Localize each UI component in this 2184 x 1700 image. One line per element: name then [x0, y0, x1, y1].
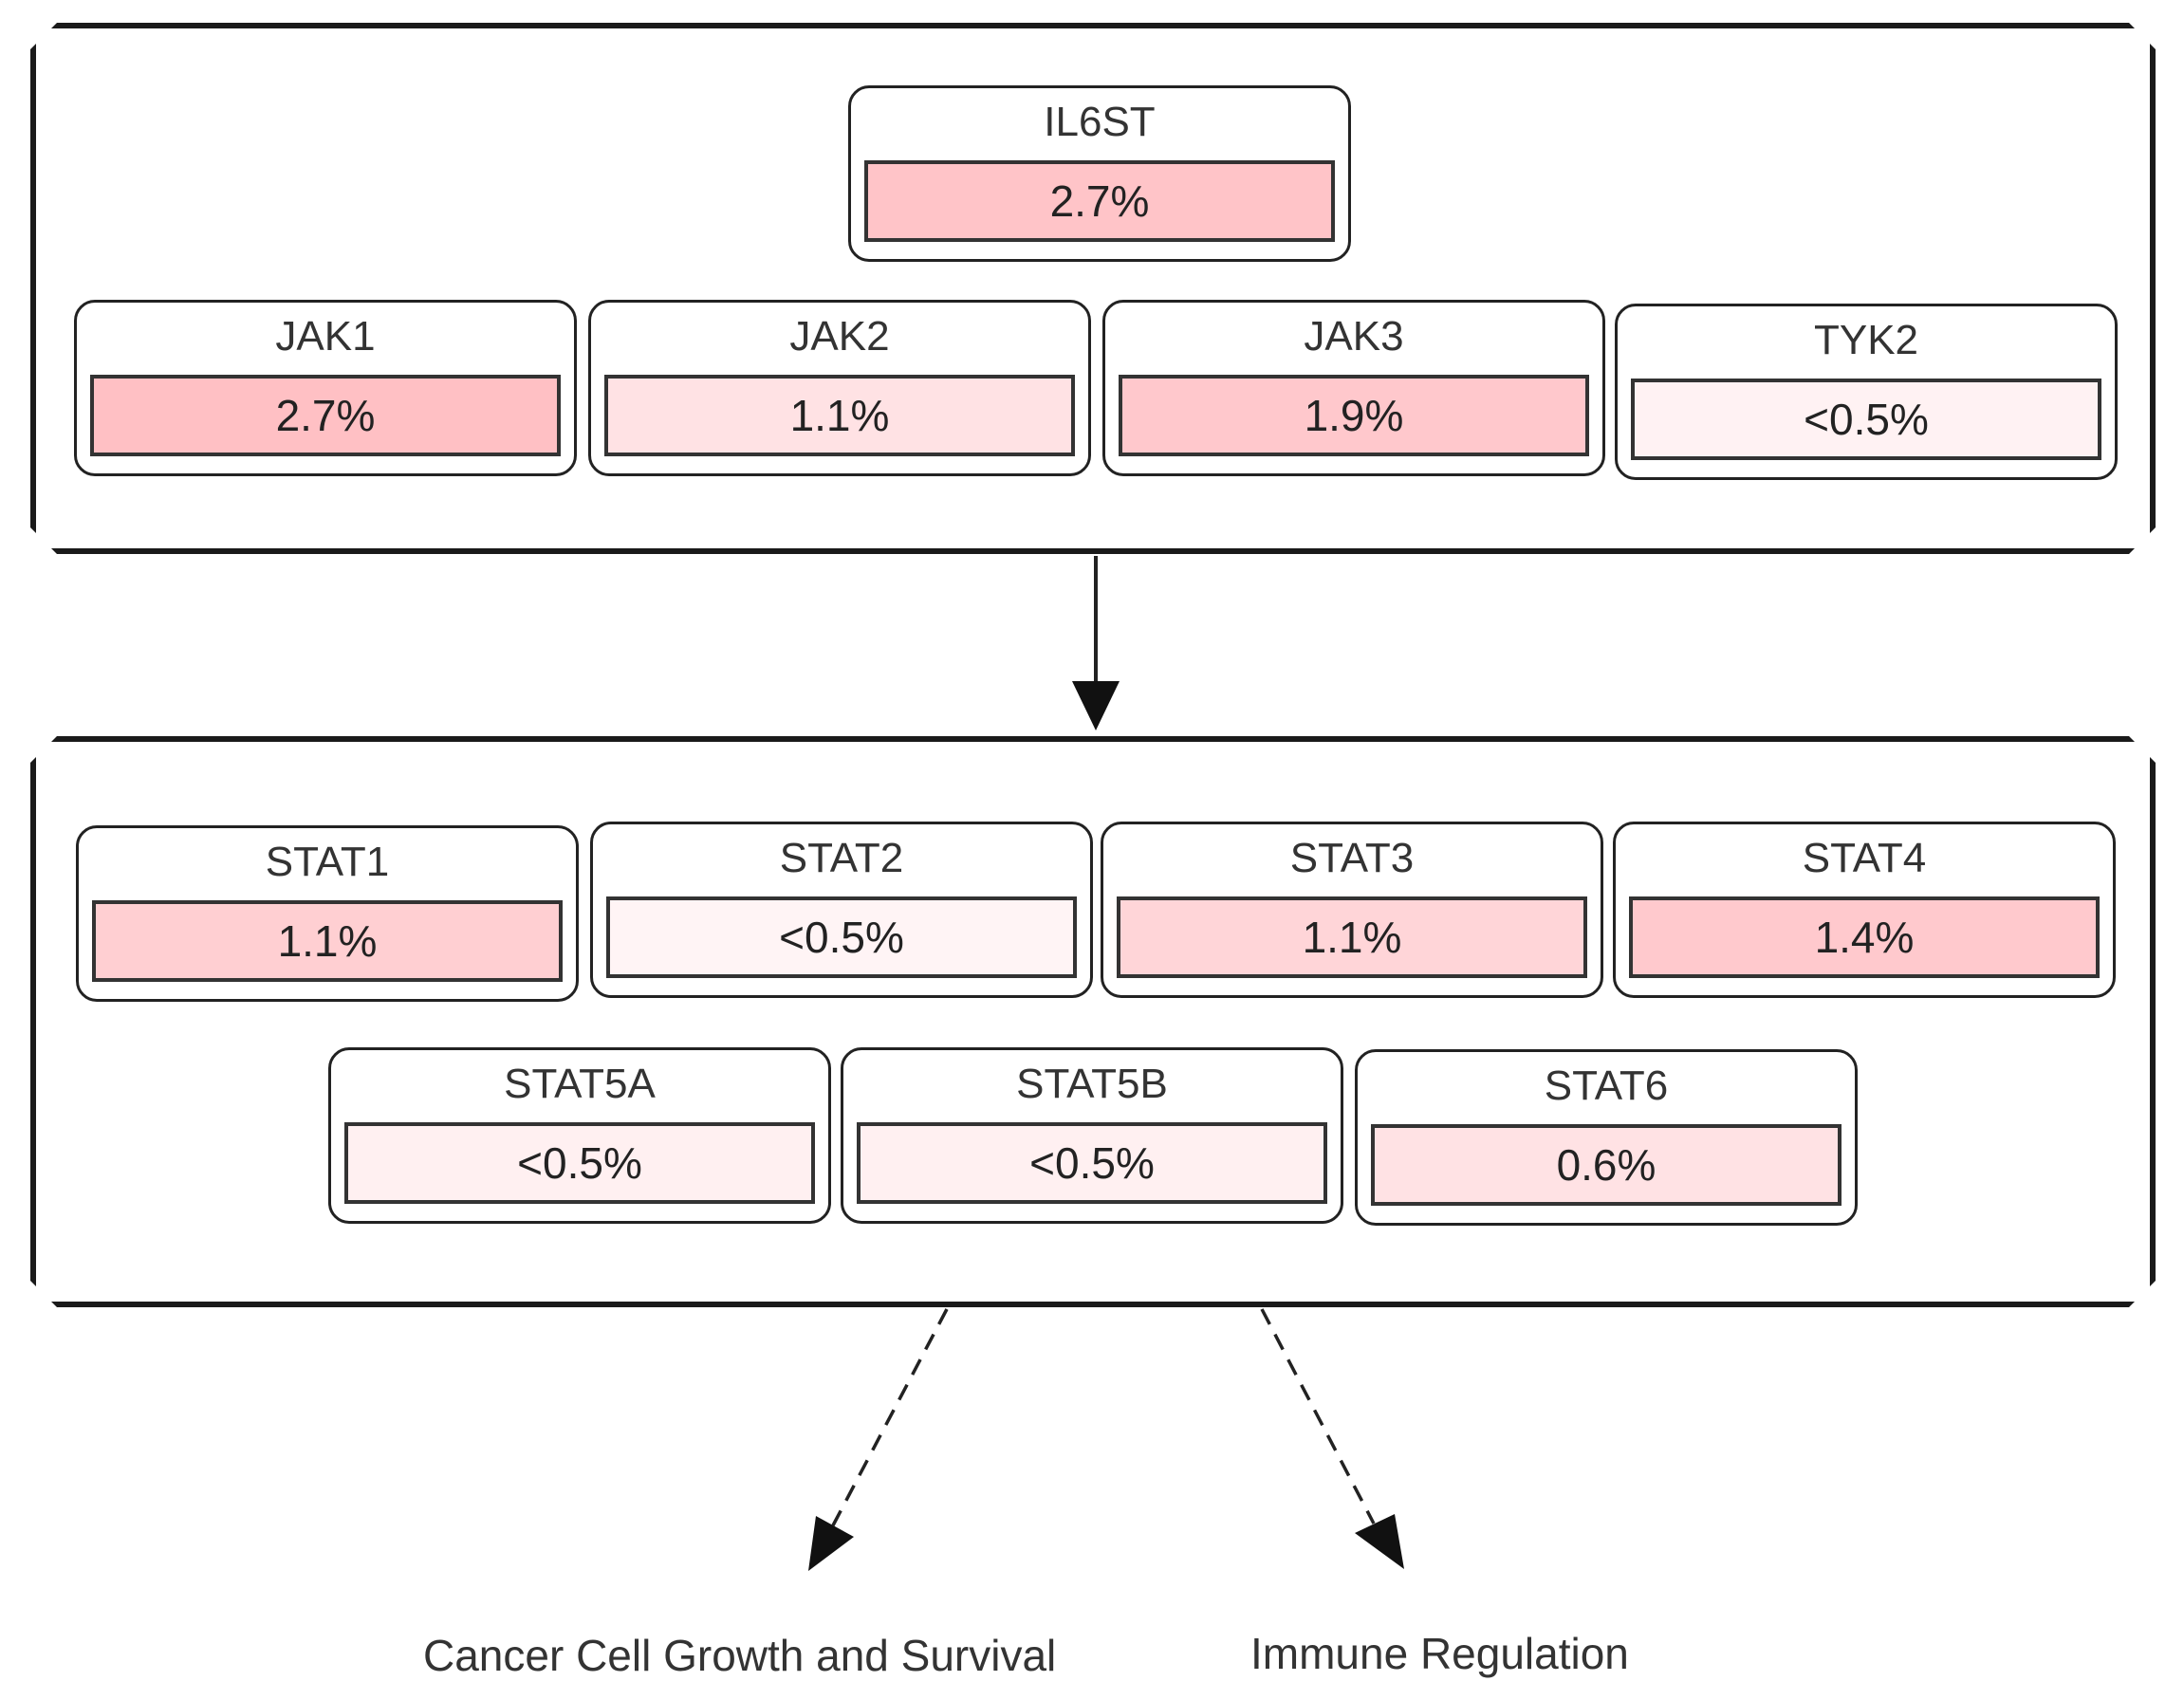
- arrowhead-activation: [1072, 681, 1120, 730]
- node-stat2: STAT2 <0.5%: [590, 822, 1093, 998]
- node-stat1: STAT1 1.1%: [76, 825, 579, 1002]
- node-label: STAT5A: [504, 1061, 656, 1107]
- node-value: 1.4%: [1629, 896, 2100, 978]
- node-value: 1.9%: [1119, 375, 1589, 456]
- node-value: 0.6%: [1371, 1124, 1842, 1206]
- node-jak1: JAK1 2.7%: [74, 300, 577, 476]
- node-value: 1.1%: [92, 900, 563, 982]
- node-value: <0.5%: [857, 1122, 1327, 1204]
- arrowhead-immune: [1355, 1514, 1404, 1569]
- node-label: JAK1: [275, 313, 376, 360]
- node-label: STAT2: [779, 835, 904, 881]
- node-stat3: STAT3 1.1%: [1101, 822, 1603, 998]
- arrowhead-growth: [808, 1516, 854, 1571]
- node-stat6: STAT6 0.6%: [1355, 1049, 1858, 1226]
- node-label: STAT4: [1802, 835, 1927, 881]
- node-tyk2: TYK2 <0.5%: [1615, 304, 2118, 480]
- node-stat5a: STAT5A <0.5%: [328, 1047, 831, 1224]
- node-value: <0.5%: [606, 896, 1077, 978]
- node-il6st: IL6ST 2.7%: [848, 85, 1351, 262]
- node-value: <0.5%: [1631, 379, 2101, 460]
- node-label: STAT5B: [1016, 1061, 1168, 1107]
- node-stat5b: STAT5B <0.5%: [841, 1047, 1343, 1224]
- node-value: 2.7%: [864, 160, 1335, 242]
- arrow-immune: [1260, 1308, 1376, 1524]
- outcome-cancer-growth: Cancer Cell Growth and Survival: [423, 1631, 1057, 1680]
- arrow-growth: [831, 1308, 949, 1526]
- node-label: IL6ST: [1044, 99, 1156, 145]
- node-label: JAK2: [789, 313, 890, 360]
- node-label: TYK2: [1813, 317, 1919, 363]
- node-label: STAT6: [1544, 1062, 1669, 1109]
- node-value: <0.5%: [344, 1122, 815, 1204]
- node-jak2: JAK2 1.1%: [588, 300, 1091, 476]
- node-value: 1.1%: [604, 375, 1075, 456]
- node-label: STAT3: [1289, 835, 1415, 881]
- node-label: JAK3: [1304, 313, 1404, 360]
- node-jak3: JAK3 1.9%: [1102, 300, 1605, 476]
- node-label: STAT1: [265, 839, 390, 885]
- node-stat4: STAT4 1.4%: [1613, 822, 2116, 998]
- node-value: 1.1%: [1117, 896, 1587, 978]
- node-value: 2.7%: [90, 375, 561, 456]
- outcome-immune-regulation: Immune Regulation: [1250, 1629, 1629, 1678]
